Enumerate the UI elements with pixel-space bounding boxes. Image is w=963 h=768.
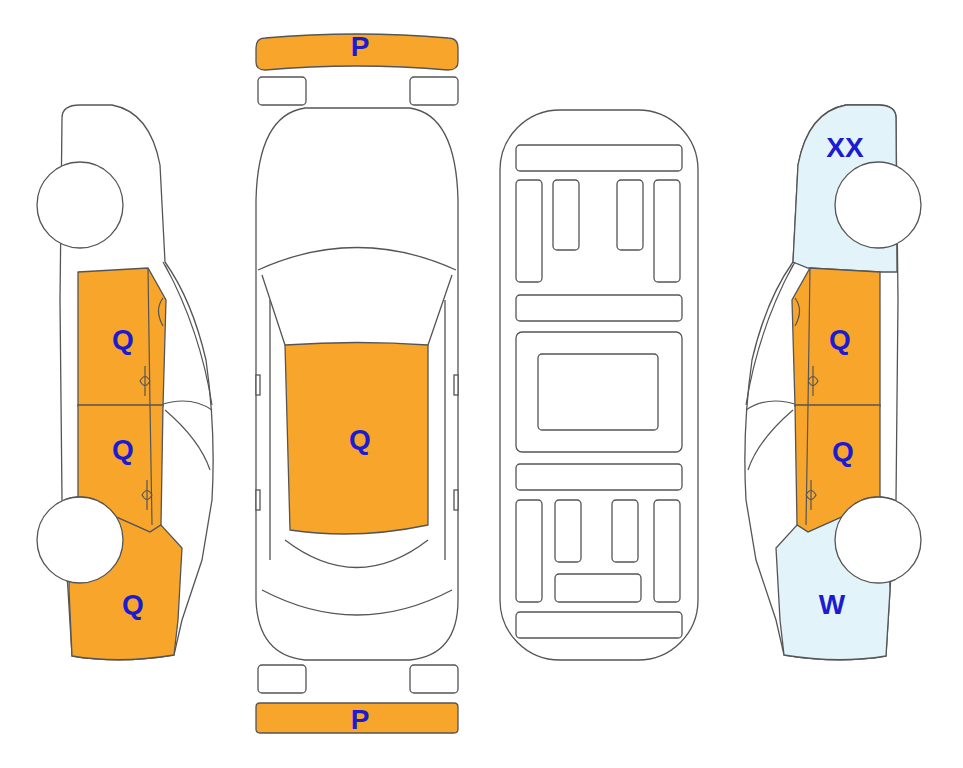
panel-detail — [140, 268, 163, 406]
damage-code: XX — [826, 134, 863, 162]
top-view — [256, 77, 458, 693]
damage-panel: W — [774, 496, 896, 664]
wheel — [835, 497, 896, 583]
wheel — [66, 497, 123, 583]
damage-code: P — [351, 33, 370, 61]
damage-panel: P — [254, 701, 460, 735]
wheel — [835, 162, 898, 248]
damage-code: Q — [829, 326, 851, 354]
damage-code: W — [819, 591, 845, 619]
wheel — [835, 497, 882, 536]
damage-code: Q — [112, 326, 134, 354]
damage-panel: Q — [283, 338, 431, 542]
damage-code: Q — [112, 436, 134, 464]
panel-outline — [78, 268, 166, 406]
right-side-view — [745, 105, 921, 660]
wheel — [76, 497, 123, 536]
panel-shape — [774, 496, 896, 664]
panel-outline — [792, 268, 880, 406]
damage-code: Q — [122, 591, 144, 619]
damage-panel: P — [252, 30, 462, 74]
underbody-view — [500, 110, 698, 660]
damage-panel: Q — [76, 266, 168, 407]
panel-outline — [256, 34, 458, 70]
damage-code: Q — [832, 438, 854, 466]
damage-panel: XX — [788, 103, 898, 275]
left-side-view — [37, 105, 213, 660]
panel-shape — [788, 103, 898, 275]
panel-outline — [256, 703, 458, 733]
panel-detail — [795, 268, 818, 406]
panel-detail — [806, 405, 816, 525]
panel-detail — [142, 405, 152, 525]
damage-panel: Q — [790, 266, 882, 407]
damage-panel: Q — [66, 496, 184, 664]
damage-code: Q — [349, 426, 371, 454]
panel-shape — [66, 496, 184, 664]
damage-code: P — [351, 706, 370, 734]
panel-outline — [285, 343, 428, 535]
